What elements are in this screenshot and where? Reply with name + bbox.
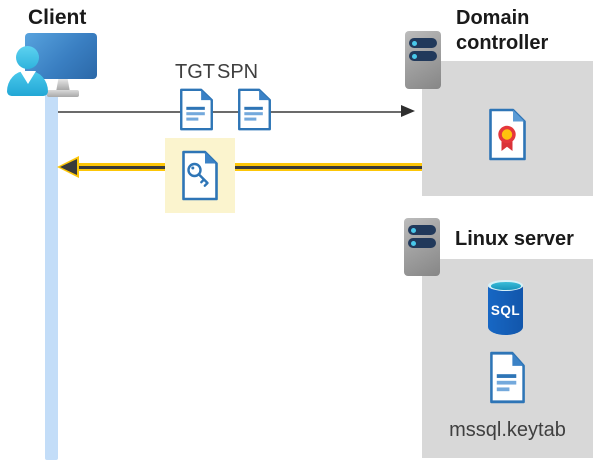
sql-cylinder-body (488, 285, 523, 335)
sql-cylinder-top (488, 280, 523, 291)
keytab-label: mssql.keytab (449, 419, 566, 441)
keytab-document-icon (490, 351, 525, 404)
server-led-icon (411, 53, 417, 59)
server-slot (409, 38, 437, 48)
sql-database-icon: SQL (488, 280, 523, 335)
user-icon (16, 46, 39, 69)
domain-controller-label: Domain controller (456, 7, 549, 54)
request-arrowhead-icon (401, 105, 415, 117)
response-arrow-line (74, 166, 422, 169)
domain-controller-server-icon (405, 31, 441, 89)
tgt-document-icon (180, 88, 213, 131)
sql-cylinder-top-inner (490, 282, 521, 290)
server-slot (408, 225, 436, 235)
linux-server-label: Linux server (455, 228, 574, 250)
key-document-icon (182, 150, 218, 201)
server-slot (408, 238, 436, 248)
client-lifeline (45, 92, 58, 460)
certificate-icon (489, 108, 526, 161)
spn-document-icon (238, 88, 271, 131)
tgt-label: TGT (175, 61, 215, 83)
monitor-stand-base (47, 90, 79, 97)
client-label: Client (28, 6, 87, 29)
monitor-stand-neck (56, 78, 70, 92)
spn-label: SPN (217, 61, 259, 83)
server-led-icon (411, 40, 417, 46)
linux-server-icon (404, 218, 440, 276)
server-slot (409, 51, 437, 61)
response-arrowhead-icon (60, 159, 77, 175)
server-led-icon (410, 240, 416, 246)
server-led-icon (410, 227, 416, 233)
sql-label: SQL (490, 303, 521, 318)
request-arrow-line (58, 111, 402, 113)
user-collar-shape (20, 71, 36, 84)
